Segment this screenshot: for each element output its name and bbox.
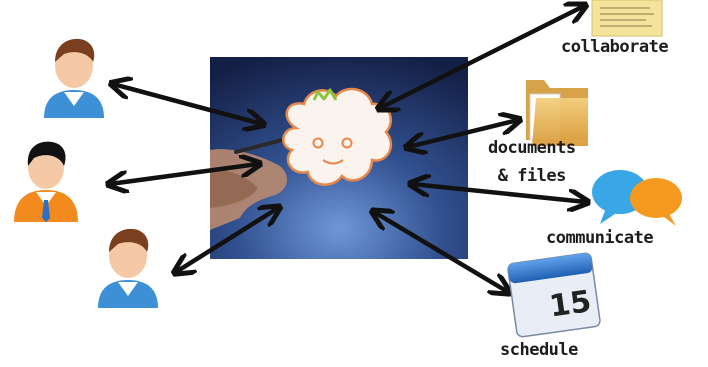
calendar-icon: 15 [507, 253, 600, 338]
person-icon [98, 229, 158, 308]
label-documents-line2: & files [488, 166, 576, 186]
sticky-note-icon [592, 0, 662, 36]
label-documents: documents & files [488, 138, 576, 186]
folder-icon [526, 80, 588, 146]
person-icon [14, 142, 78, 222]
label-collaborate: collaborate [561, 37, 668, 57]
chat-bubbles-icon [592, 170, 682, 226]
label-communicate: communicate [546, 228, 653, 248]
person-icon [44, 39, 104, 118]
calendar-day-text: 15 [547, 284, 593, 324]
label-documents-line1: documents [488, 138, 576, 158]
label-schedule: schedule [500, 340, 578, 360]
